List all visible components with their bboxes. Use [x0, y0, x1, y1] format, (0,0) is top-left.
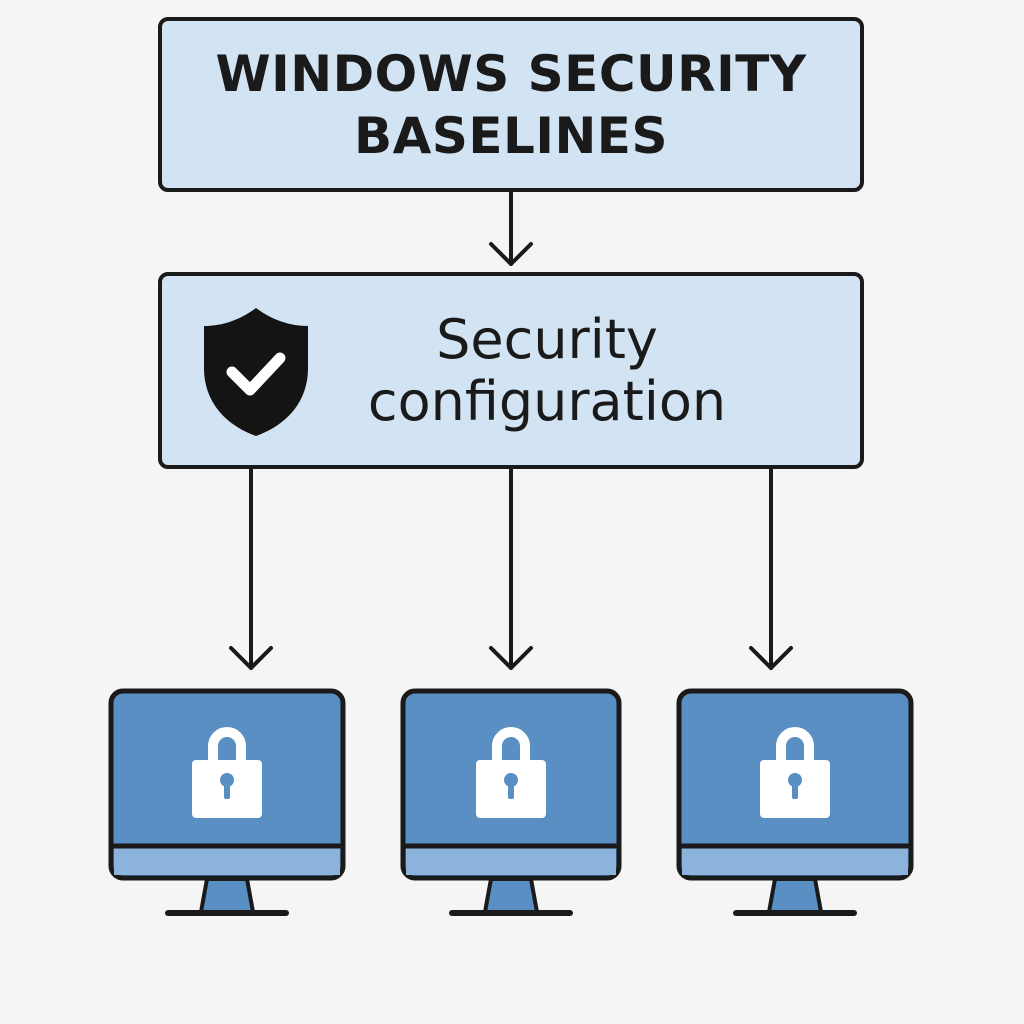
arrow-config-to-computer-1 — [229, 467, 273, 670]
arrow-title-to-config — [489, 190, 533, 266]
security-configuration-box: Security configuration — [158, 272, 864, 469]
security-configuration-label: Security configuration — [367, 307, 727, 433]
locked-computer-icon — [400, 688, 622, 916]
arrow-config-to-computer-3 — [749, 467, 793, 670]
shield-check-icon — [204, 308, 308, 436]
locked-computer-icon — [108, 688, 346, 916]
locked-computer-icon — [676, 688, 914, 916]
title-box: WINDOWS SECURITY BASELINES — [158, 17, 864, 192]
diagram-title: WINDOWS SECURITY BASELINES — [215, 44, 807, 165]
arrow-config-to-computer-2 — [489, 467, 533, 670]
